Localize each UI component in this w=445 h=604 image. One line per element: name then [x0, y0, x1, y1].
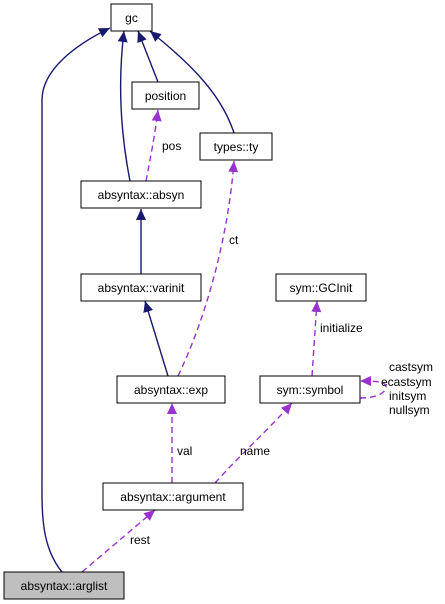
edge-label-initsym: initsym [389, 389, 426, 403]
edge-label-ecastsym: ecastsym [381, 375, 432, 389]
node-gc-label: gc [125, 11, 138, 25]
edge-types-ty-to-gc [149, 30, 235, 134]
edge-label-rest: rest [130, 533, 151, 547]
node-arglist-label: absyntax::arglist [21, 579, 108, 593]
node-symbol[interactable]: sym::symbol [259, 375, 361, 404]
edge-exp-ct-types-ty [177, 160, 239, 377]
node-exp-label: absyntax::exp [134, 383, 208, 397]
node-symbol-label: sym::symbol [277, 383, 344, 397]
edge-labels-self-refs: castsym ecastsym initsym nullsym [381, 360, 433, 417]
node-varinit-label: absyntax::varinit [98, 281, 185, 295]
edge-label-initialize: initialize [320, 321, 363, 335]
node-absyn[interactable]: absyntax::absyn [80, 180, 202, 209]
node-arglist[interactable]: absyntax::arglist [3, 571, 125, 600]
edge-label-ct: ct [229, 233, 239, 247]
node-types-ty-label: types::ty [214, 140, 259, 154]
edge-symbol-initialize-gcinit [311, 300, 322, 377]
node-varinit[interactable]: absyntax::varinit [80, 273, 202, 302]
node-position[interactable]: position [131, 81, 200, 110]
edge-exp-to-varinit [143, 300, 169, 377]
node-argument[interactable]: absyntax::argument [102, 482, 244, 511]
node-types-ty[interactable]: types::ty [199, 132, 273, 161]
edge-label-nullsym: nullsym [389, 403, 430, 417]
node-gc[interactable]: gc [110, 3, 153, 32]
edge-absyn-to-gc [117, 30, 131, 182]
edge-arglist-rest-argument [81, 509, 156, 573]
edge-label-castsym: castsym [389, 360, 433, 374]
node-position-label: position [145, 89, 186, 103]
edge-position-to-gc [137, 30, 159, 83]
edge-argument-name-symbol [214, 402, 293, 484]
node-gcinit-label: sym::GCInit [290, 281, 353, 295]
node-exp[interactable]: absyntax::exp [116, 375, 226, 404]
node-gcinit[interactable]: sym::GCInit [275, 273, 367, 302]
edge-label-pos: pos [162, 139, 181, 153]
edge-symbol-self-loop [359, 376, 387, 399]
edge-arglist-to-gc [41, 27, 111, 573]
edge-label-val: val [177, 444, 192, 458]
edge-absyn-pos-position [145, 109, 162, 182]
edge-label-name: name [240, 444, 270, 458]
node-absyn-label: absyntax::absyn [98, 188, 185, 202]
node-argument-label: absyntax::argument [120, 490, 226, 504]
